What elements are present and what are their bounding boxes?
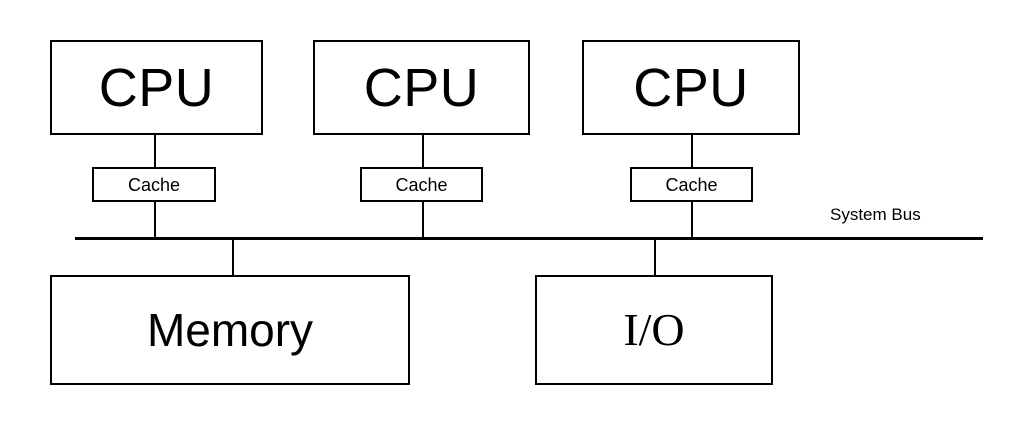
connector-cache1-to-bus [153, 200, 157, 239]
connector-cpu1-to-cache1 [153, 135, 157, 169]
cpu-box-2: CPU [313, 40, 530, 135]
memory-label: Memory [146, 304, 314, 356]
cpu-label-1: CPU [98, 57, 215, 118]
cache-label-3: Cache [665, 174, 718, 195]
cache-box-3: Cache [630, 167, 753, 202]
io-label: I/O [623, 304, 685, 355]
system-bus-line [75, 237, 983, 240]
connector-bus-to-io [653, 237, 657, 276]
cpu-box-1: CPU [50, 40, 263, 135]
io-box: I/O [535, 275, 773, 385]
cpu-label-3: CPU [633, 57, 749, 118]
connector-cache3-to-bus [690, 200, 694, 239]
memory-box: Memory [50, 275, 410, 385]
connector-bus-to-memory [231, 237, 235, 276]
system-bus-label: System Bus [830, 205, 921, 224]
connector-cpu3-to-cache3 [690, 135, 694, 169]
cache-box-2: Cache [360, 167, 483, 202]
connector-cpu2-to-cache2 [421, 135, 425, 169]
cache-label-2: Cache [395, 174, 448, 195]
cache-label-1: Cache [127, 174, 181, 195]
cpu-box-3: CPU [582, 40, 800, 135]
cpu-label-2: CPU [363, 57, 480, 118]
cache-box-1: Cache [92, 167, 216, 202]
connector-cache2-to-bus [421, 200, 425, 239]
